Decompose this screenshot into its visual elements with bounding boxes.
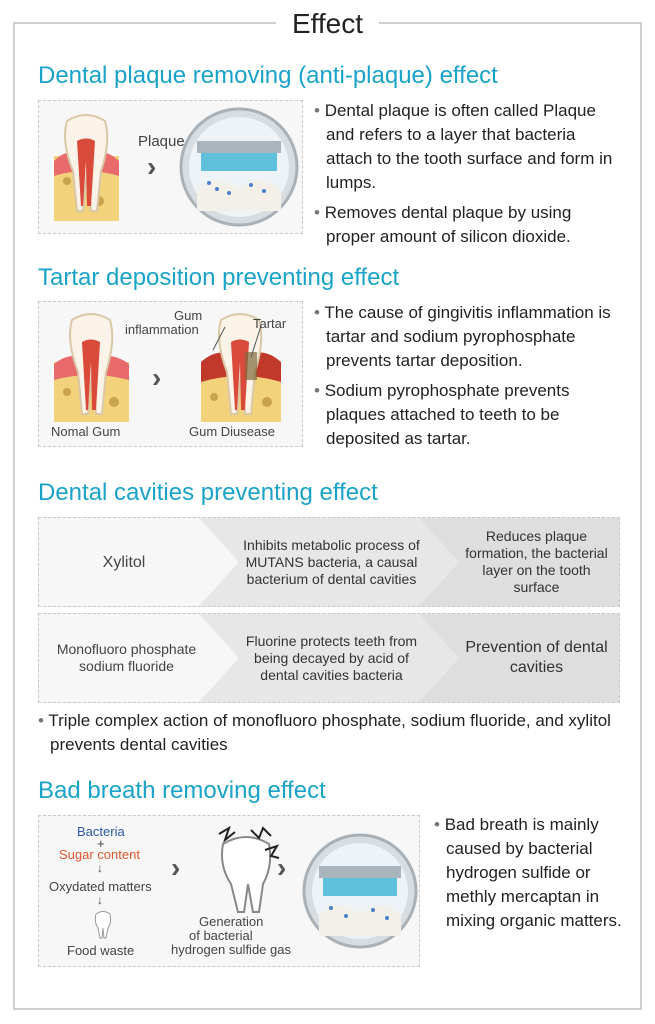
food-waste-label: Food waste <box>67 943 135 958</box>
plaque-illustration: Plaque › <box>38 100 303 234</box>
oxydated-label: Oxydated matters <box>49 879 152 894</box>
plaque-bullet-1: Dental plaque is often called Plaque and… <box>314 99 624 195</box>
flow-arrows <box>39 518 619 606</box>
breath-section-title: Bad breath removing effect <box>38 777 326 804</box>
reduce-plaque-cell: Reduces plaque formation, the bacterial … <box>465 528 608 595</box>
cavities-note-text: Triple complex action of monofluoro phos… <box>38 709 628 757</box>
fluorine-cell: Fluorine protects teeth from being decay… <box>245 632 418 683</box>
bacteria-label: Bacteria <box>77 824 125 839</box>
plaque-bullets: Dental plaque is often called Plaque and… <box>314 99 624 255</box>
chevron-right-icon: › <box>147 151 157 182</box>
flow-arrows <box>39 614 619 702</box>
tartar-section-title: Tartar deposition preventing effect <box>38 264 400 291</box>
gum-disease-label: Gum Diusease <box>189 424 275 439</box>
arrow-down-icon: ↓ <box>97 861 103 875</box>
gum-label: Gum <box>174 308 203 323</box>
cavities-flow-row-1: Xylitol Inhibits metabolic process of MU… <box>38 517 620 607</box>
sugar-label: Sugar content <box>59 847 140 862</box>
plaque-section-title: Dental plaque removing (anti-plaque) eff… <box>38 62 498 89</box>
cavities-note: Triple complex action of monofluoro phos… <box>38 709 628 763</box>
chevron-right-icon: › <box>277 852 287 883</box>
plus-label: + <box>97 836 105 851</box>
inhibit-cell: Inhibits metabolic process of MUTANS bac… <box>243 536 420 587</box>
prevention-cell: Prevention of dental cavities <box>465 639 608 676</box>
tartar-label: Tartar <box>253 316 287 331</box>
plaque-label: Plaque <box>138 133 185 150</box>
cavities-flow-row-2: Monofluoro phosphate sodium fluoride Flu… <box>38 613 620 703</box>
monofluoro-cell: Monofluoro phosphate sodium fluoride <box>56 641 197 674</box>
tartar-bullets: The cause of gingivitis inflammation is … <box>314 301 624 457</box>
brushing-icon <box>302 833 418 949</box>
tartar-bullet-2: Sodium pyrophosphate prevents plaques at… <box>314 379 624 451</box>
tartar-bullet-1: The cause of gingivitis inflammation is … <box>314 301 624 373</box>
tartar-illustration: Gum inflammation Tartar › Nomal Gum Gum … <box>38 301 303 447</box>
tooth-icon <box>94 911 112 939</box>
chevron-right-icon: › <box>152 362 162 393</box>
plaque-diagram <box>54 107 299 227</box>
cavities-section-title: Dental cavities preventing effect <box>38 479 378 506</box>
tooth-gas-icon <box>218 826 280 913</box>
xylitol-cell: Xylitol <box>102 553 146 571</box>
normal-gum-label: Nomal Gum <box>51 424 121 439</box>
generation-label-1: Generation <box>199 914 264 929</box>
generation-label-2: of bacterial <box>189 928 253 943</box>
tartar-diagram <box>54 313 281 422</box>
generation-label-3: hydrogen sulfide gas <box>171 942 291 957</box>
breath-illustration: Bacteria + Sugar content ↓ Oxydated matt… <box>38 815 420 967</box>
breath-bullet: Bad breath is mainly caused by bacterial… <box>434 813 624 933</box>
chevron-right-icon: › <box>171 852 181 883</box>
inflammation-label: inflammation <box>125 322 199 337</box>
plaque-bullet-2: Removes dental plaque by using proper am… <box>314 201 624 249</box>
page-title: Effect <box>275 4 380 44</box>
breath-bullets: Bad breath is mainly caused by bacterial… <box>434 813 624 939</box>
arrow-down-icon: ↓ <box>97 893 103 907</box>
